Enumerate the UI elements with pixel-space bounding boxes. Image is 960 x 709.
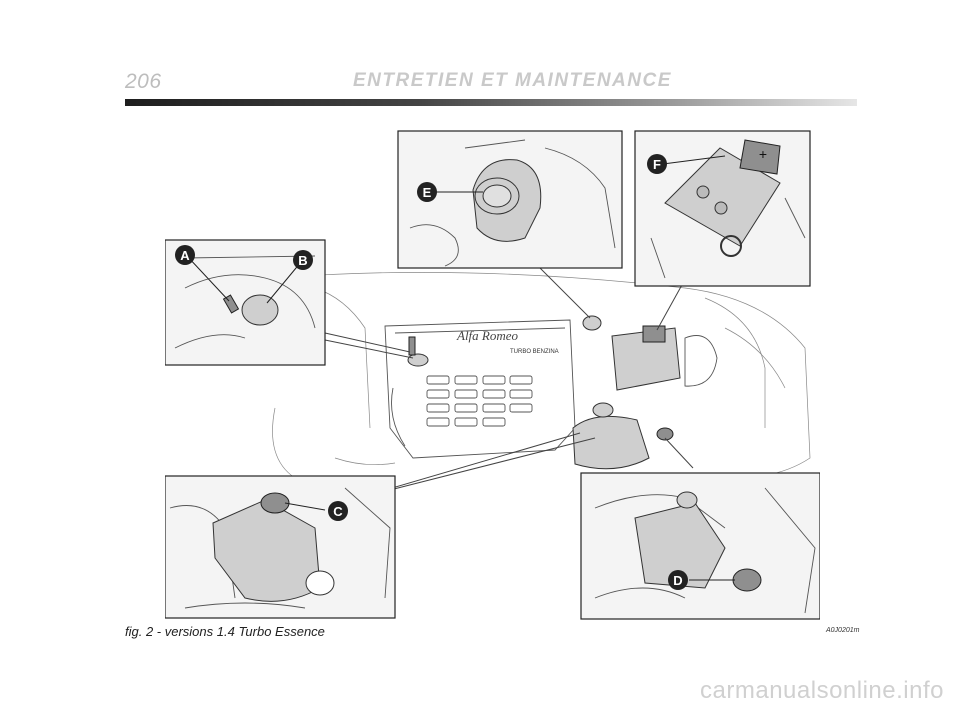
callout-b: B xyxy=(298,253,307,268)
inset-battery: + F xyxy=(634,130,811,287)
callout-f-marker xyxy=(647,154,667,174)
header-rule xyxy=(125,99,857,106)
svg-text:+: + xyxy=(759,146,767,162)
inset-washer: D xyxy=(580,472,820,620)
svg-text:TURBO BENZINA: TURBO BENZINA xyxy=(510,349,559,355)
section-title: ENTRETIEN ET MAINTENANCE xyxy=(353,70,672,91)
svg-text:Alfa Romeo: Alfa Romeo xyxy=(456,328,519,343)
page-number: 206 xyxy=(125,70,162,93)
figure-reference-code: A0J0201m xyxy=(826,627,860,634)
engine-bay-illustration: Alfa Romeo TURBO BENZINA xyxy=(165,128,820,620)
callout-f: F xyxy=(653,157,661,172)
callout-c-marker xyxy=(328,501,348,521)
leader-lines xyxy=(324,267,694,494)
callout-c: C xyxy=(333,504,343,519)
engine-bay-drawing: Alfa Romeo TURBO BENZINA xyxy=(272,272,811,479)
inset-oil-filler: A B xyxy=(165,239,326,366)
inset-coolant: C xyxy=(165,475,396,619)
callout-a: A xyxy=(180,248,190,263)
callout-e-marker xyxy=(417,182,437,202)
figure-caption: fig. 2 - versions 1.4 Turbo Essence xyxy=(125,624,325,639)
callout-d-marker xyxy=(668,570,688,590)
watermark: carmanualsonline.info xyxy=(700,677,944,704)
inset-brake-fluid: E xyxy=(397,130,623,269)
callout-d: D xyxy=(673,573,682,588)
callout-b-marker xyxy=(293,250,313,270)
callout-e: E xyxy=(423,185,432,200)
callout-a-marker xyxy=(175,245,195,265)
